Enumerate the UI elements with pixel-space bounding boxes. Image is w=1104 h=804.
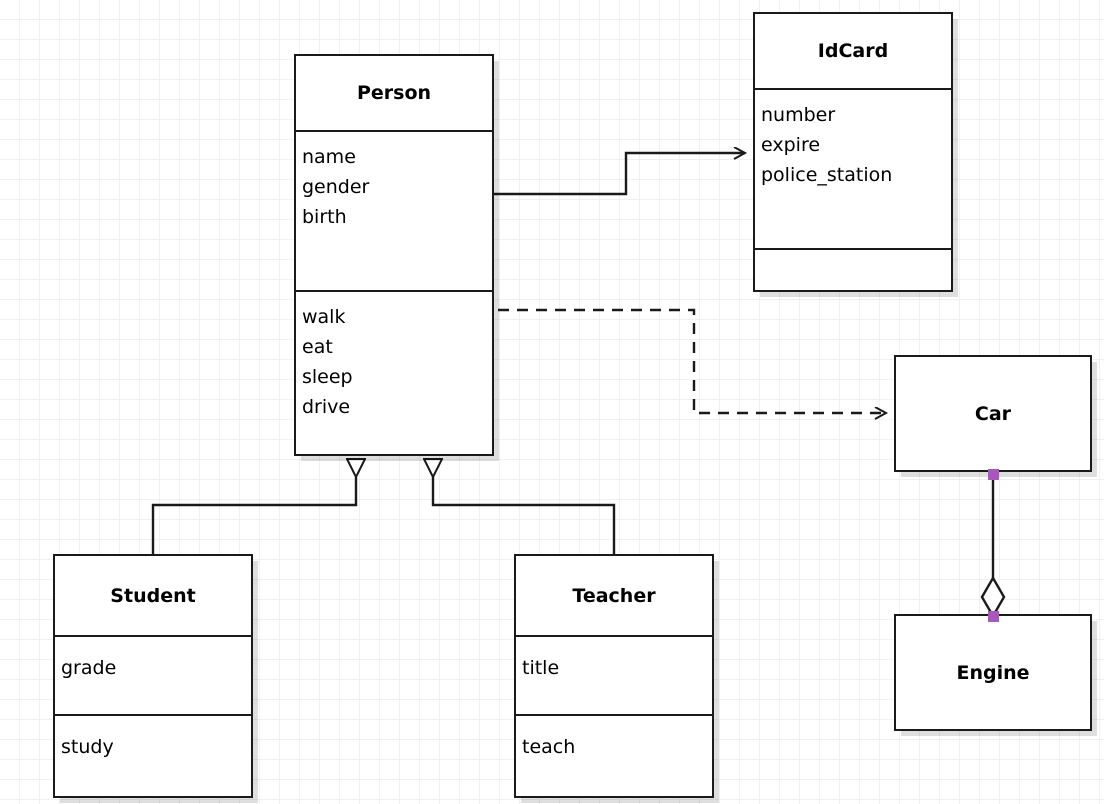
class-title-car: Car (896, 357, 1090, 470)
class-operations-idcard (755, 248, 951, 290)
uml-class-teacher[interactable]: Teacher title teach (514, 554, 714, 798)
uml-class-student[interactable]: Student grade study (53, 554, 253, 798)
class-attributes-teacher: title (516, 635, 712, 714)
class-title-person: Person (296, 56, 492, 130)
class-operations-person: walk eat sleep drive (296, 290, 492, 454)
operation-item: drive (302, 396, 351, 418)
uml-class-car[interactable]: Car (894, 355, 1092, 472)
edge-student-person[interactable] (151, 477, 356, 554)
class-name-label: Car (974, 402, 1012, 425)
class-name-label: Student (110, 584, 196, 607)
class-name-label: Teacher (572, 584, 656, 607)
operation-item: teach (522, 736, 576, 758)
class-name-label: IdCard (817, 40, 889, 62)
attribute-item: birth (302, 206, 347, 228)
class-attributes-student: grade (55, 635, 251, 714)
uml-class-idcard[interactable]: IdCard number expire police_station (753, 12, 953, 292)
uml-class-engine[interactable]: Engine (894, 614, 1092, 731)
operation-item: walk (302, 306, 346, 328)
operation-item: eat (302, 336, 333, 358)
selection-handle-engine-end[interactable] (987, 610, 999, 622)
class-title-engine: Engine (896, 616, 1090, 729)
class-title-idcard: IdCard (755, 14, 951, 88)
operation-item: sleep (302, 366, 353, 388)
edge-teacher-person[interactable] (433, 477, 616, 554)
attribute-item: grade (61, 657, 117, 679)
operation-item: study (61, 736, 114, 758)
attribute-item: police_station (761, 164, 893, 186)
attribute-item: gender (302, 176, 370, 198)
selection-handle-car-end[interactable] (987, 468, 999, 480)
class-name-label: Engine (956, 661, 1030, 684)
uml-class-person[interactable]: Person name gender birth walk eat sleep … (294, 54, 494, 456)
class-attributes-idcard: number expire police_station (755, 88, 951, 248)
class-name-label: Person (356, 82, 432, 104)
attribute-item: expire (761, 134, 821, 156)
class-title-teacher: Teacher (516, 556, 712, 635)
edge-person-idcard[interactable] (494, 153, 745, 196)
class-title-student: Student (55, 556, 251, 635)
attribute-item: title (522, 657, 560, 679)
class-attributes-person: name gender birth (296, 130, 492, 290)
attribute-item: name (302, 146, 356, 168)
attribute-item: number (761, 104, 836, 126)
edge-person-car[interactable] (498, 308, 886, 413)
class-operations-student: study (55, 714, 251, 796)
class-operations-teacher: teach (516, 714, 712, 796)
